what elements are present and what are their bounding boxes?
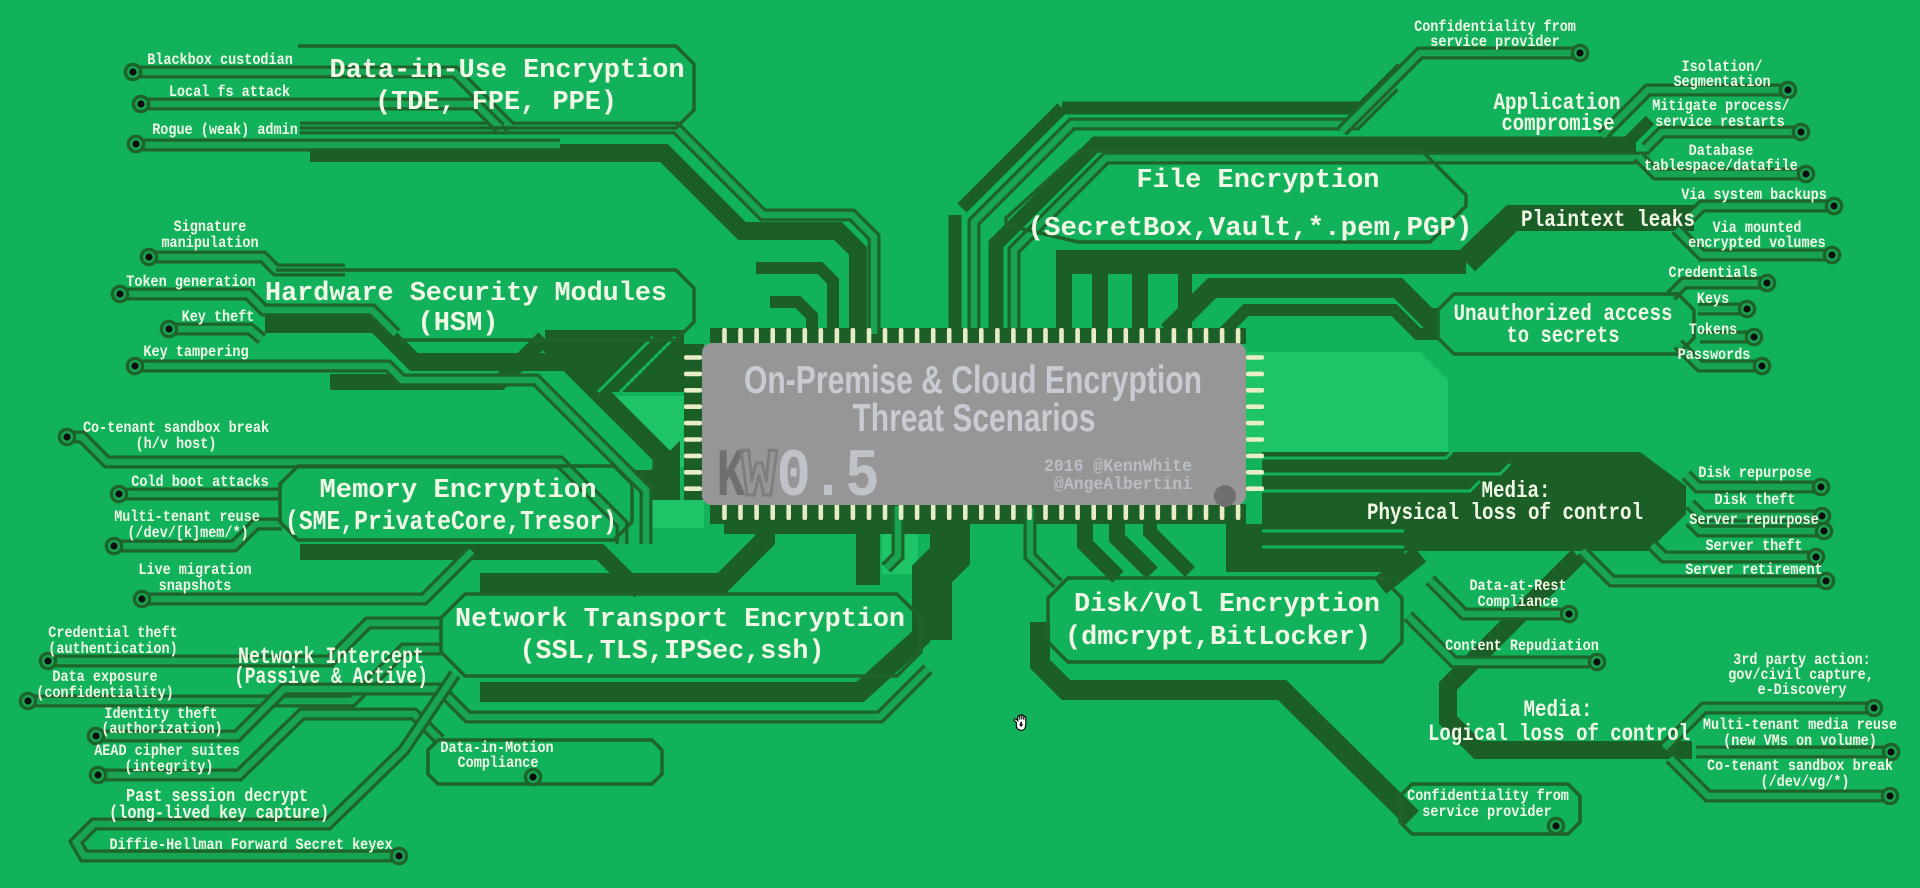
svg-text:Database: Database: [1689, 143, 1754, 160]
svg-text:service restarts: service restarts: [1655, 114, 1784, 131]
svg-text:Compliance: Compliance: [458, 755, 539, 772]
svg-text:Mitigate process/: Mitigate process/: [1652, 98, 1790, 115]
svg-text:(/dev/vg/*): (/dev/vg/*): [1761, 774, 1850, 791]
svg-text:Data-in-Motion: Data-in-Motion: [440, 740, 553, 757]
svg-text:Media:: Media:: [1482, 479, 1551, 505]
svg-text:Confidentiality from: Confidentiality from: [1414, 19, 1576, 36]
svg-text:Identity theft: Identity theft: [104, 706, 217, 723]
svg-text:@AngeAlbertini: @AngeAlbertini: [1054, 474, 1192, 495]
svg-text:Signature: Signature: [174, 219, 247, 236]
svg-text:Network Intercept: Network Intercept: [238, 645, 424, 671]
svg-text:Co-tenant sandbox break: Co-tenant sandbox break: [83, 420, 269, 437]
svg-text:Hardware Security Modules: Hardware Security Modules: [265, 278, 667, 308]
svg-text:File Encryption: File Encryption: [1137, 165, 1380, 195]
svg-text:(SSL,TLS,IPSec,ssh): (SSL,TLS,IPSec,ssh): [520, 636, 825, 666]
svg-text:(HSM): (HSM): [418, 308, 499, 338]
svg-text:Live migration: Live migration: [138, 562, 251, 579]
svg-text:Media:: Media:: [1524, 698, 1593, 724]
svg-text:snapshots: snapshots: [159, 578, 232, 595]
svg-text:to secrets: to secrets: [1507, 324, 1620, 350]
svg-text:(new VMs on volume): (new VMs on volume): [1723, 733, 1877, 750]
svg-text:Via mounted: Via mounted: [1713, 220, 1802, 237]
svg-text:W: W: [741, 440, 778, 516]
svg-text:(long-lived key capture): (long-lived key capture): [109, 804, 329, 825]
svg-text:Multi-tenant media reuse: Multi-tenant media reuse: [1703, 717, 1897, 734]
svg-text:Physical loss of control: Physical loss of control: [1367, 501, 1643, 527]
svg-text:tablespace/datafile: tablespace/datafile: [1644, 158, 1798, 175]
svg-text:Server retirement: Server retirement: [1685, 562, 1823, 579]
svg-text:Unauthorized access: Unauthorized access: [1454, 302, 1673, 328]
svg-text:service provider: service provider: [1422, 804, 1551, 821]
svg-text:(integrity): (integrity): [125, 759, 214, 776]
svg-text:(authorization): (authorization): [101, 721, 222, 738]
svg-text:2016 @KennWhite: 2016 @KennWhite: [1044, 456, 1192, 477]
svg-text:K: K: [717, 440, 747, 516]
svg-text:Past session decrypt: Past session decrypt: [126, 787, 308, 808]
svg-text:Blackbox custodian: Blackbox custodian: [147, 52, 293, 69]
svg-text:service provider: service provider: [1430, 34, 1559, 51]
svg-text:Data exposure: Data exposure: [52, 669, 157, 686]
svg-text:Key tampering: Key tampering: [143, 344, 248, 361]
svg-text:(TDE, FPE, PPE): (TDE, FPE, PPE): [375, 87, 617, 117]
svg-text:Token generation: Token generation: [126, 274, 255, 291]
svg-text:0.5: 0.5: [777, 440, 880, 516]
svg-text:Server theft: Server theft: [1705, 538, 1802, 555]
svg-text:Logical loss of control: Logical loss of control: [1428, 722, 1690, 748]
svg-text:Keys: Keys: [1697, 291, 1729, 308]
svg-text:Local fs attack: Local fs attack: [169, 84, 291, 101]
svg-text:Tokens: Tokens: [1689, 322, 1738, 339]
svg-text:Application: Application: [1494, 91, 1621, 117]
svg-text:Diffie-Hellman Forward Secret: Diffie-Hellman Forward Secret keyex: [109, 837, 392, 854]
svg-text:(Passive & Active): (Passive & Active): [234, 665, 428, 691]
svg-text:manipulation: manipulation: [161, 235, 258, 252]
svg-text:Passwords: Passwords: [1678, 347, 1751, 364]
svg-text:Isolation/: Isolation/: [1682, 59, 1763, 76]
svg-text:Via system backups: Via system backups: [1681, 187, 1827, 204]
svg-text:(h/v host): (h/v host): [136, 436, 217, 453]
svg-text:Data-in-Use Encryption: Data-in-Use Encryption: [330, 55, 685, 85]
svg-text:Disk/Vol Encryption: Disk/Vol Encryption: [1074, 589, 1380, 619]
svg-text:(confidentiality): (confidentiality): [36, 685, 174, 702]
svg-text:Server repurpose: Server repurpose: [1689, 512, 1818, 529]
svg-text:Plaintext leaks: Plaintext leaks: [1521, 208, 1695, 234]
svg-text:Content Repudiation: Content Repudiation: [1445, 638, 1599, 655]
svg-text:gov/civil capture,: gov/civil capture,: [1728, 667, 1874, 684]
svg-text:Disk theft: Disk theft: [1715, 492, 1796, 509]
svg-text:Network Transport Encryption: Network Transport Encryption: [455, 604, 905, 634]
svg-text:Multi-tenant reuse: Multi-tenant reuse: [114, 509, 260, 526]
svg-text:Memory Encryption: Memory Encryption: [320, 475, 597, 505]
svg-text:(authentication): (authentication): [48, 641, 177, 658]
svg-text:(dmcrypt,BitLocker): (dmcrypt,BitLocker): [1065, 622, 1371, 652]
svg-text:(SME,PrivateCore,Tresor): (SME,PrivateCore,Tresor): [285, 507, 617, 537]
svg-text:3rd party action:: 3rd party action:: [1733, 652, 1871, 669]
svg-text:(SecretBox,Vault,*.pem,PGP): (SecretBox,Vault,*.pem,PGP): [1028, 213, 1473, 243]
svg-text:encrypted volumes: encrypted volumes: [1688, 235, 1826, 252]
svg-text:Threat Scenarios: Threat Scenarios: [853, 397, 1096, 440]
svg-text:Cold boot attacks: Cold boot attacks: [131, 474, 269, 491]
svg-text:Co-tenant sandbox break: Co-tenant sandbox break: [1707, 758, 1893, 775]
svg-text:Credential theft: Credential theft: [48, 625, 177, 642]
svg-text:Data-at-Rest: Data-at-Rest: [1469, 578, 1566, 595]
svg-text:compromise: compromise: [1502, 112, 1615, 138]
svg-text:AEAD cipher suites: AEAD cipher suites: [94, 743, 240, 760]
svg-text:Rogue (weak) admin: Rogue (weak) admin: [152, 122, 298, 139]
svg-text:Segmentation: Segmentation: [1673, 74, 1770, 91]
svg-text:Confidentiality from: Confidentiality from: [1407, 788, 1569, 805]
svg-text:Compliance: Compliance: [1478, 594, 1559, 611]
svg-text:Credentials: Credentials: [1669, 265, 1758, 282]
svg-text:(/dev/[k]mem/*): (/dev/[k]mem/*): [127, 525, 248, 542]
svg-text:Key theft: Key theft: [182, 309, 255, 326]
svg-text:e-Discovery: e-Discovery: [1758, 682, 1847, 699]
svg-text:On-Premise & Cloud Encryption: On-Premise & Cloud Encryption: [744, 359, 1202, 402]
svg-text:Disk repurpose: Disk repurpose: [1698, 465, 1811, 482]
